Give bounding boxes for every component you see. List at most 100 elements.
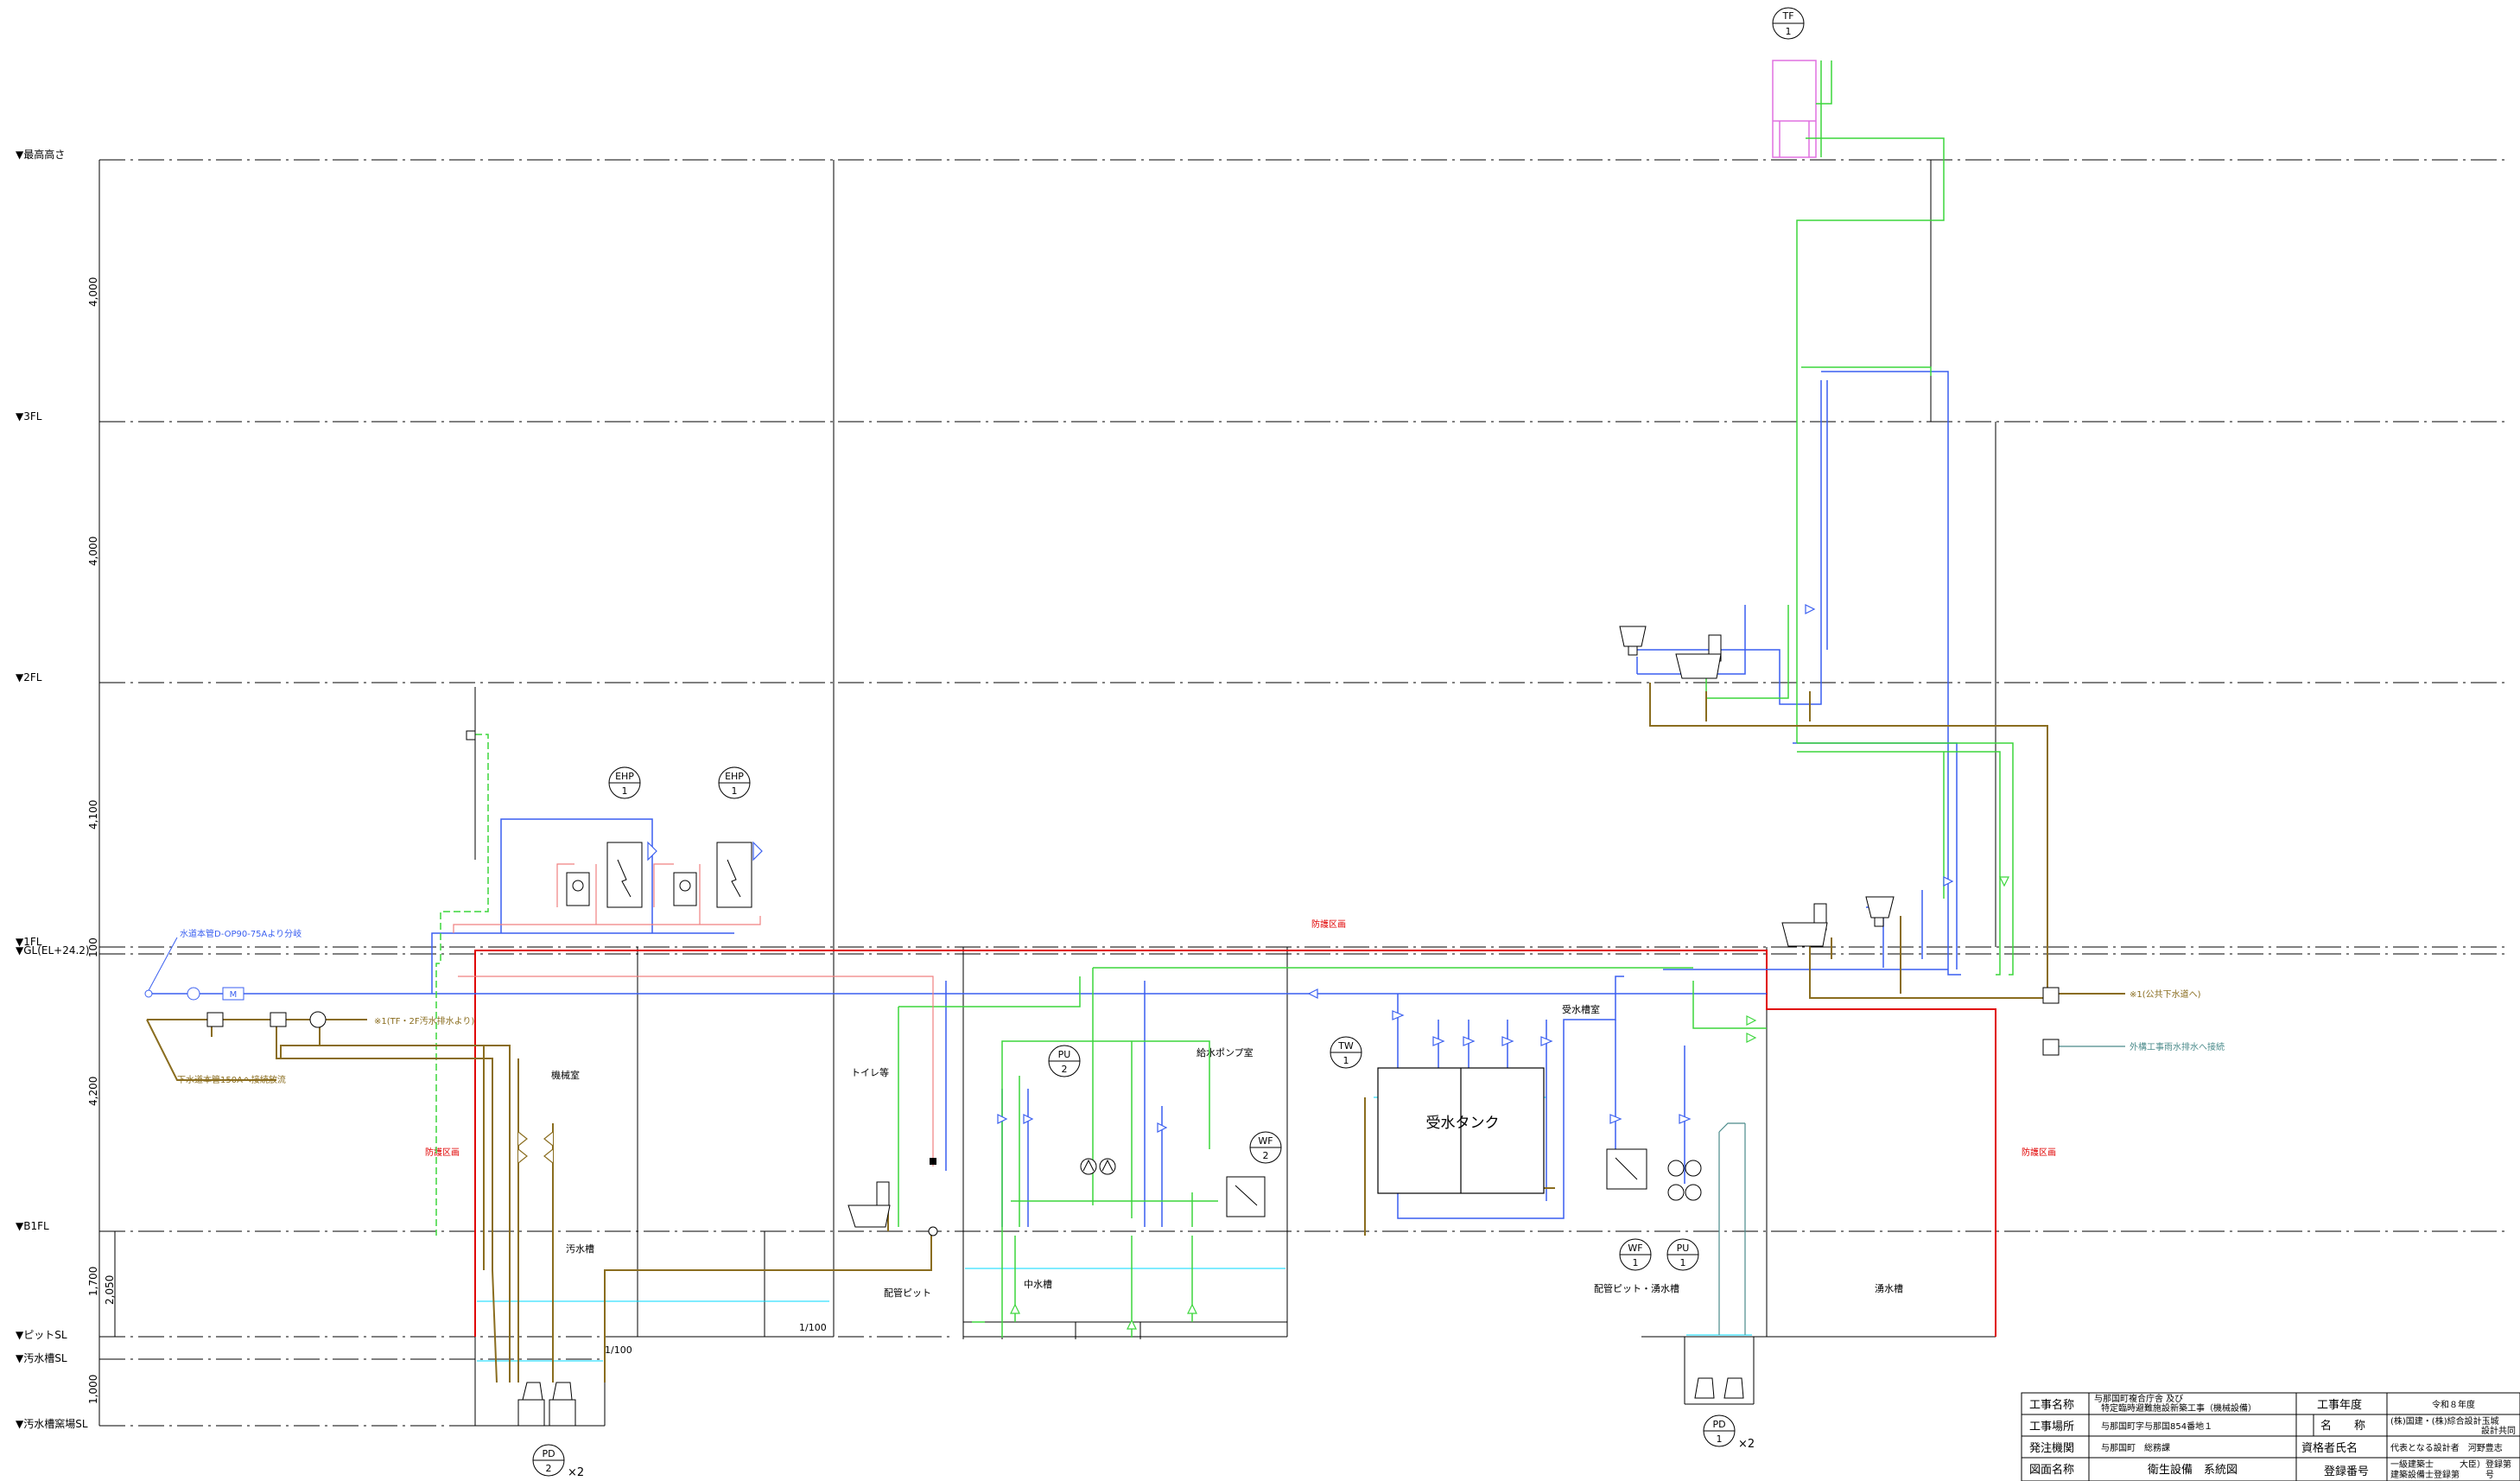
room-piping-pit: 配管ピット: [884, 1287, 931, 1299]
valve-symbols: [647, 604, 1954, 1133]
bubble-pd-1-top: PD: [1712, 1419, 1725, 1430]
bubble-tf-bottom: 1: [1786, 26, 1792, 37]
tb-qualified-label: 資格者氏名: [2301, 1441, 2358, 1455]
equipment-bubble-pd-2: PD 2: [532, 1444, 565, 1477]
sewer-cleanout: [2042, 987, 2060, 1004]
water-filter-1-symbol: [1615, 1157, 1638, 1180]
level-label-2fl: ▼2FL: [16, 671, 42, 683]
level-label-gl: ▼GL(EL+24.2): [16, 944, 90, 957]
room-pit-storage: 配管ピット・湧水槽: [1594, 1282, 1679, 1294]
room-spring: 湧水槽: [1875, 1283, 1903, 1294]
room-mechanical: 機械室: [551, 1069, 580, 1081]
water-main-note: 水道本管D-OP90-75Aより分岐: [180, 928, 302, 939]
bubble-tf-top: TF: [1781, 10, 1793, 22]
room-sewage: 汚水槽: [566, 1243, 594, 1255]
rooftop-tank: [1772, 60, 1817, 158]
level-label-roof: ▼最高高さ: [16, 148, 65, 161]
dim-gl: 100: [87, 938, 99, 957]
level-labels: ▼最高高さ ▼3FL ▼2FL ▼1FL ▼GL(EL+24.2) ▼B1FL …: [16, 148, 90, 1430]
tb-site-label: 工事場所: [2029, 1421, 2074, 1433]
water-main-leader: [146, 937, 178, 995]
external-drain-note: 外構工事雨水排水へ接続: [2130, 1041, 2225, 1052]
bubble-wf-1-bottom: 1: [1633, 1257, 1639, 1268]
sink-2f-icon: [1619, 626, 1647, 656]
equipment-bubble-pd-1: PD 1: [1703, 1414, 1736, 1447]
equipment-bubble-pu-1: PU 1: [1666, 1238, 1699, 1271]
room-water-pump: 給水ポンプ室: [1197, 1046, 1254, 1058]
water-main-connection: [144, 989, 153, 998]
drain-box: [2042, 1039, 2060, 1056]
sewage-meters: [206, 1011, 327, 1028]
vent-cap: [466, 730, 476, 740]
bubble-wf-2-bottom: 2: [1263, 1150, 1269, 1161]
title-block: [2021, 1392, 2520, 1481]
bubble-wf-1-top: WF: [1628, 1243, 1642, 1254]
graywater-piping: [898, 60, 2014, 1338]
sewage-valve-symbols: [517, 1131, 554, 1164]
tb-registration-label: 登録番号: [2324, 1465, 2369, 1478]
level-lines: [99, 159, 2505, 1427]
equipment-bubble-wf-2: WF 2: [1249, 1131, 1282, 1164]
tb-project-name-line2: 特定臨時避難施設新築工事（機械設備）: [2101, 1402, 2257, 1414]
sewage-pumps-pd-2: [517, 1382, 576, 1427]
receiving-tank: [1377, 1067, 1545, 1194]
sink-1f-icon: [1865, 896, 1895, 927]
bubble-pu-1-top: PU: [1677, 1243, 1690, 1254]
cold-water-piping: [147, 371, 1961, 1227]
hot-water-piping: [453, 863, 934, 1166]
room-receiving: 受水槽室: [1562, 1003, 1600, 1015]
fire-zone-label-right: 防護区画: [2022, 1147, 2056, 1158]
slope-labels: 1/100 1/100: [605, 1322, 827, 1356]
water-levels: [477, 1096, 1752, 1362]
toilet-b1-icon: [847, 1181, 891, 1228]
ehp-unit-1: [566, 842, 643, 908]
tb-client: 与那国町 総務課: [2101, 1442, 2170, 1453]
equipment-bubble-wf-1: WF 1: [1619, 1238, 1652, 1271]
dim-2f: 4,000: [87, 537, 99, 566]
valve-b1: [930, 1158, 936, 1165]
bubble-ehp-2-bottom: 1: [732, 785, 738, 797]
dimension-lines: [98, 160, 116, 1426]
tb-qualified: 代表となる設計者 河野豊志: [2390, 1442, 2503, 1453]
tb-project-name-label: 工事名称: [2029, 1398, 2074, 1412]
tb-project-name-line1: 与那国町複合庁舎 及び: [2094, 1393, 2183, 1404]
toilet-1f-icon: [1781, 903, 1828, 947]
level-label-1fl: ▼1FL: [16, 936, 42, 948]
level-label-pit: ▼ピットSL: [16, 1329, 67, 1341]
bubble-ehp-2-top: EHP: [725, 771, 744, 782]
level-label-sewage: ▼汚水槽SL: [16, 1352, 67, 1364]
equipment-bubble-tf: TF 1: [1772, 7, 1805, 40]
fire-zone-label-left: 防護区画: [425, 1147, 460, 1158]
level-label-3fl: ▼3FL: [16, 410, 42, 423]
note-1: ※1(TF・2F汚水排水より): [374, 1015, 474, 1027]
bubble-pd-1-bottom: 1: [1717, 1433, 1723, 1445]
bubble-pu-2-top: PU: [1058, 1049, 1071, 1060]
bubble-pu-1-bottom: 1: [1680, 1257, 1686, 1268]
equipment-bubble-pu-2: PU 2: [1048, 1045, 1081, 1077]
room-labels: 機械室 トイレ等 給水ポンプ室 受水槽室 汚水槽 配管ピット 中水槽 配管ピット…: [551, 1003, 1903, 1299]
receiving-tank-label: 受水タンク: [1426, 1115, 1500, 1132]
bubble-wf-2-top: WF: [1258, 1135, 1273, 1147]
slope-2: 1/100: [605, 1344, 632, 1356]
water-meter: M: [187, 987, 244, 1001]
drainage-piping: [146, 683, 2125, 1383]
ehp-unit-2: [673, 842, 752, 908]
title-block-text: 工事名称 与那国町複合庁舎 及び 特定臨時避難施設新築工事（機械設備） 工事場所…: [2029, 1393, 2516, 1480]
slope-1: 1/100: [799, 1322, 827, 1333]
dim-b1f: 4,200: [87, 1077, 99, 1106]
equipment-bubble-ehp-2: EHP 1: [718, 766, 751, 799]
bubble-tw-1-bottom: 1: [1343, 1055, 1349, 1066]
dimension-labels: 4,000 4,000 4,100 100 4,200 1,700 2,050 …: [87, 277, 116, 1404]
level-label-b1fl: ▼B1FL: [16, 1220, 49, 1232]
sewage-pumps-pd-1: [1694, 1377, 1744, 1399]
bubble-pd-2-top: PD: [542, 1448, 555, 1459]
bubble-pu-2-bottom: 2: [1062, 1064, 1068, 1075]
bubble-ehp-1-top: EHP: [615, 771, 634, 782]
water-filter-2-symbol: [1235, 1185, 1258, 1206]
graywater-vent: [435, 734, 489, 1236]
tb-site: 与那国町字与那国854番地１: [2101, 1421, 2212, 1432]
dim-pit: 1,700: [87, 1267, 99, 1296]
tb-year-label: 工事年度: [2317, 1398, 2362, 1412]
equipment-bubble-tw-1: TW 1: [1330, 1036, 1362, 1069]
